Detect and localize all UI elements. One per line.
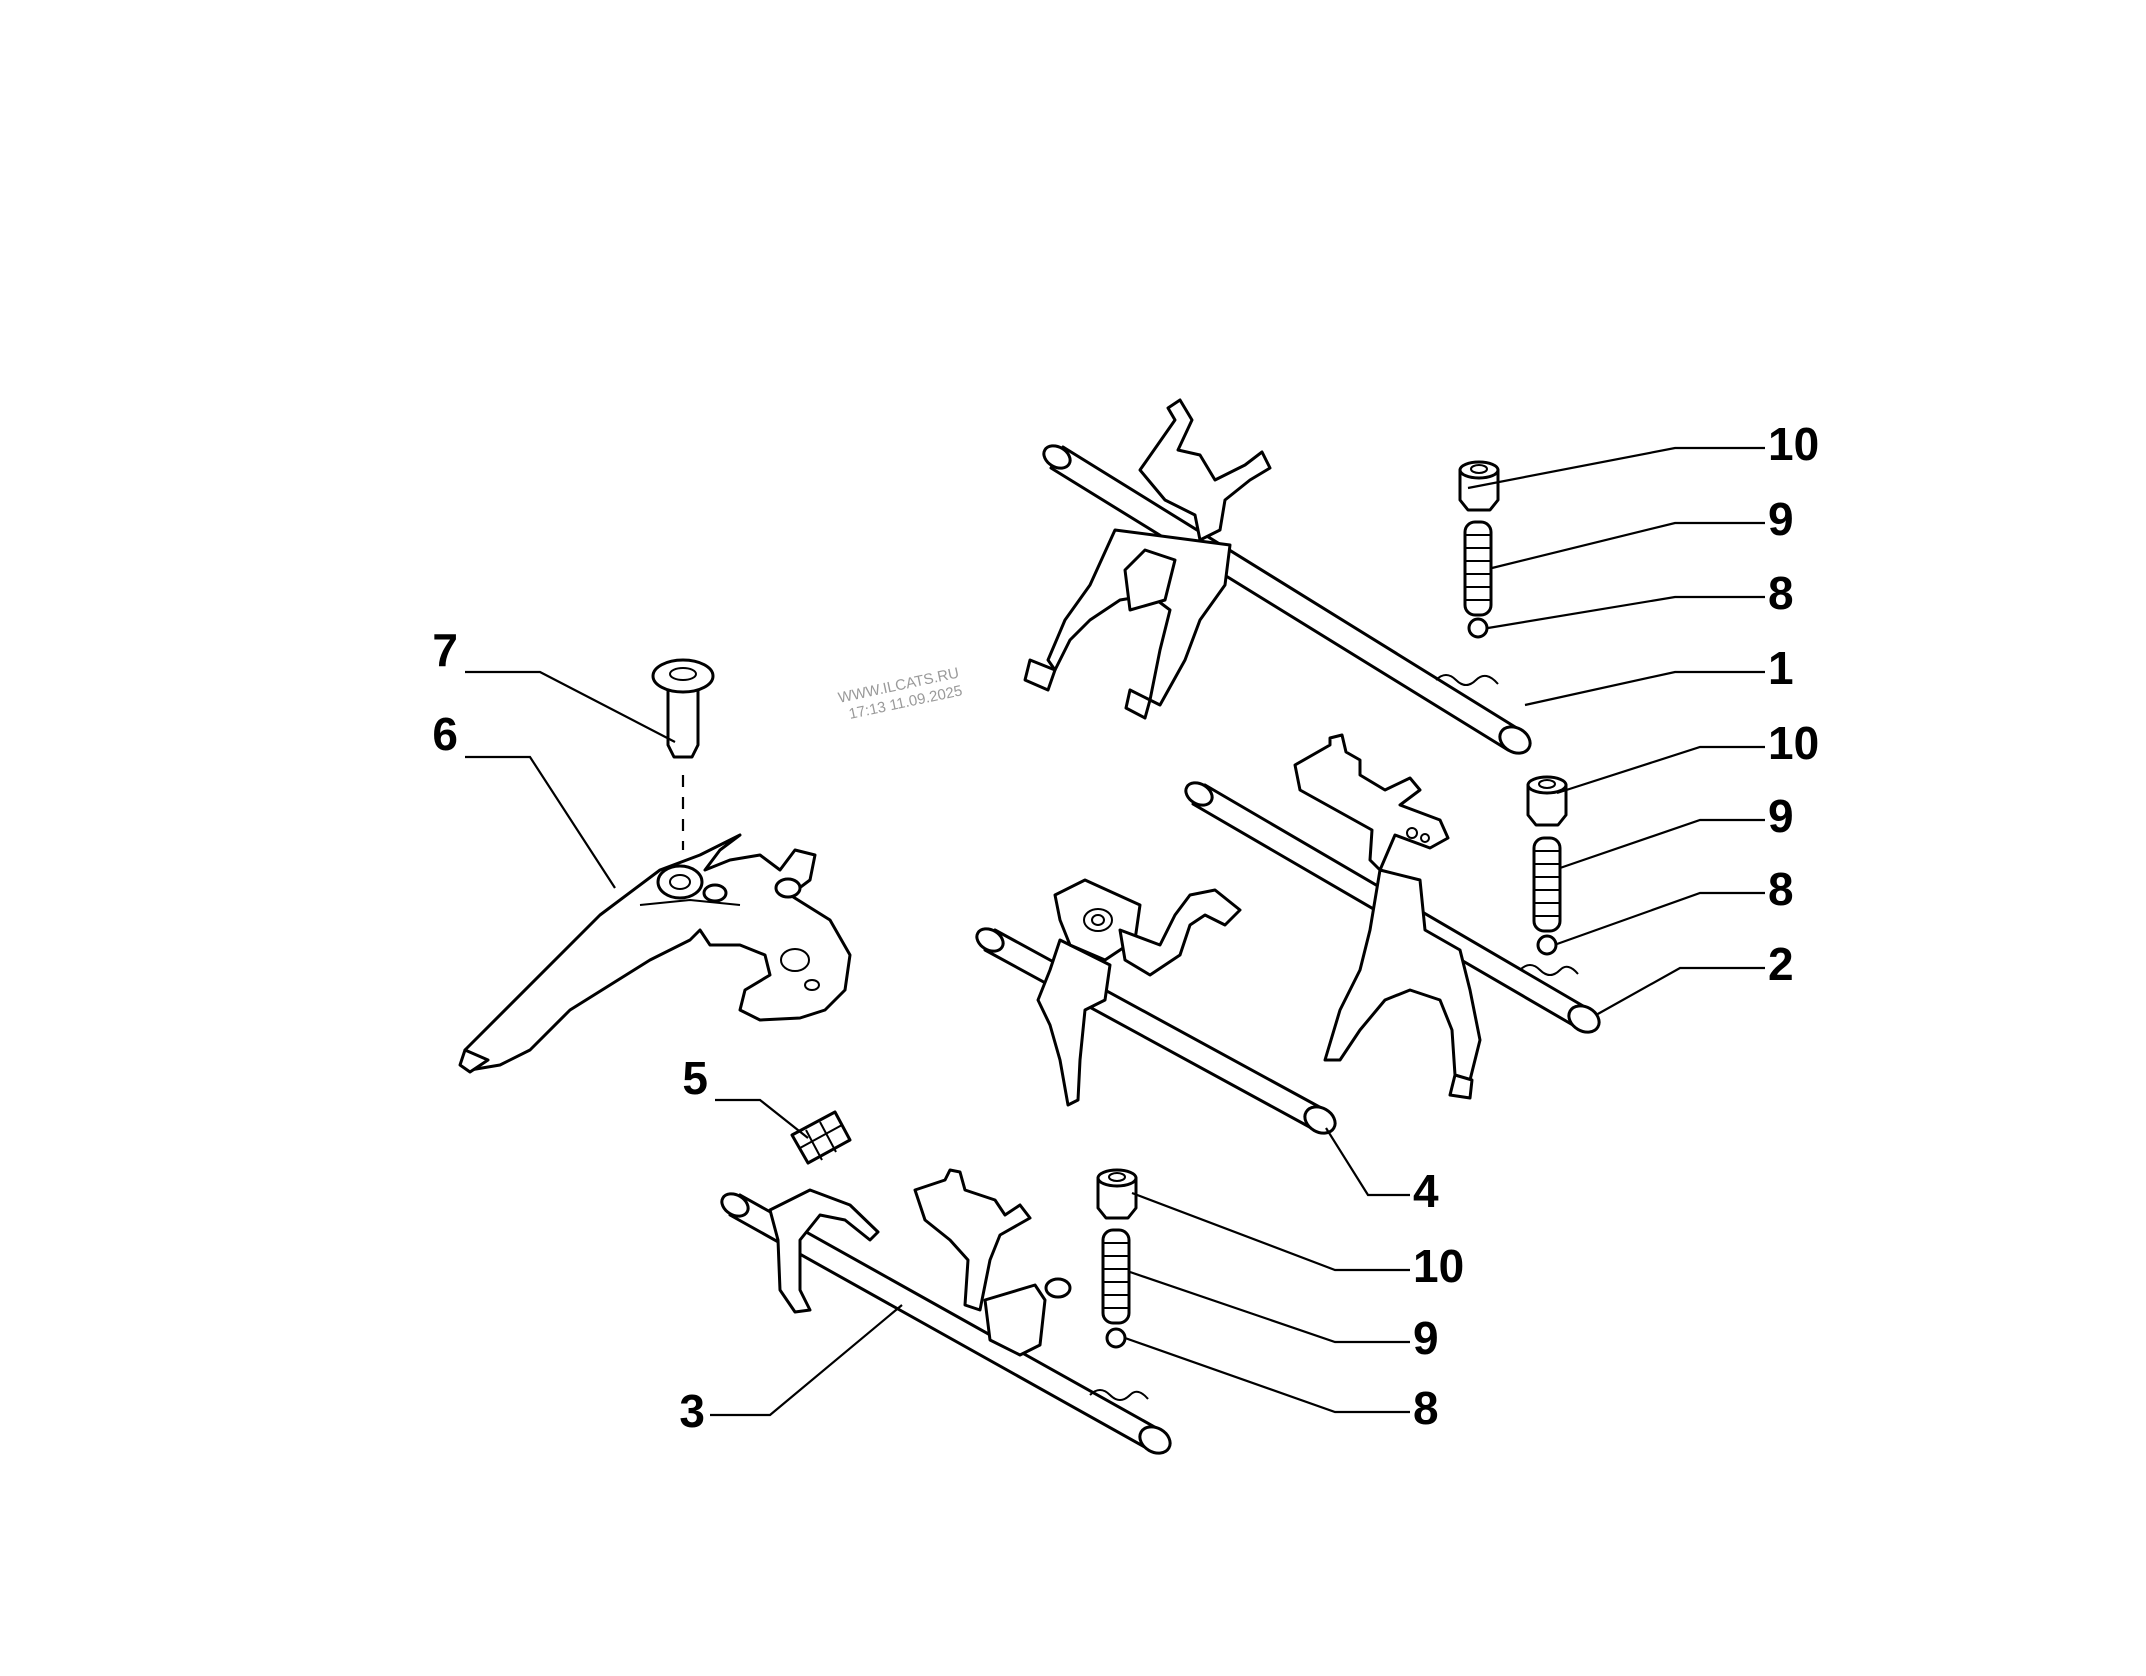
- callout-8-bottom-ring: 8: [1413, 1382, 1439, 1434]
- callout-8-top-ring: 8: [1768, 567, 1794, 619]
- callout-5-sleeve: 5: [682, 1052, 708, 1104]
- part-4-shift-rod-with-fork: [975, 878, 1337, 1135]
- callout-10-top-cap: 10: [1768, 418, 1819, 470]
- part-10-cap-bottom: [1096, 1168, 1138, 1220]
- callout-labels: 10 9 8 1 10 9 8 2 4 10 9 8 3 7 6 5: [432, 418, 1819, 1437]
- callout-9-bottom-spring: 9: [1413, 1312, 1439, 1364]
- callout-9-middle-spring: 9: [1768, 790, 1794, 842]
- part-8-ring-top: [1467, 617, 1489, 639]
- part-9-spring-middle: [1532, 836, 1562, 933]
- part-3-shift-rod-with-forks: [720, 1168, 1172, 1455]
- part-8-ring-middle: [1536, 934, 1558, 956]
- leader-lines: [465, 446, 1765, 1417]
- callout-7-pin: 7: [432, 624, 458, 676]
- part-2-shift-rod-with-fork: [1184, 733, 1601, 1100]
- callout-1-rod: 1: [1768, 642, 1794, 694]
- callout-10-bottom-cap: 10: [1413, 1240, 1464, 1292]
- part-10-cap-top: [1458, 460, 1500, 512]
- callout-9-top-spring: 9: [1768, 493, 1794, 545]
- part-7-pin: [651, 658, 715, 850]
- part-10-cap-middle: [1526, 775, 1568, 827]
- callout-3-rod: 3: [679, 1385, 705, 1437]
- callout-4-rod: 4: [1413, 1165, 1439, 1217]
- callout-10-middle-cap: 10: [1768, 717, 1819, 769]
- callout-2-rod: 2: [1768, 938, 1794, 990]
- part-1-shift-rod-with-fork: [1023, 398, 1532, 755]
- callout-6-lever: 6: [432, 708, 458, 760]
- watermark: WWW.ILCATS.RU 17:13 11.09.2025: [837, 665, 964, 723]
- part-8-ring-bottom: [1105, 1327, 1127, 1349]
- part-6-selector-lever: [458, 833, 852, 1074]
- callout-8-middle-ring: 8: [1768, 863, 1794, 915]
- part-5-sleeve: [790, 1110, 852, 1165]
- part-9-spring-top: [1463, 520, 1493, 617]
- part-9-spring-bottom: [1101, 1228, 1131, 1325]
